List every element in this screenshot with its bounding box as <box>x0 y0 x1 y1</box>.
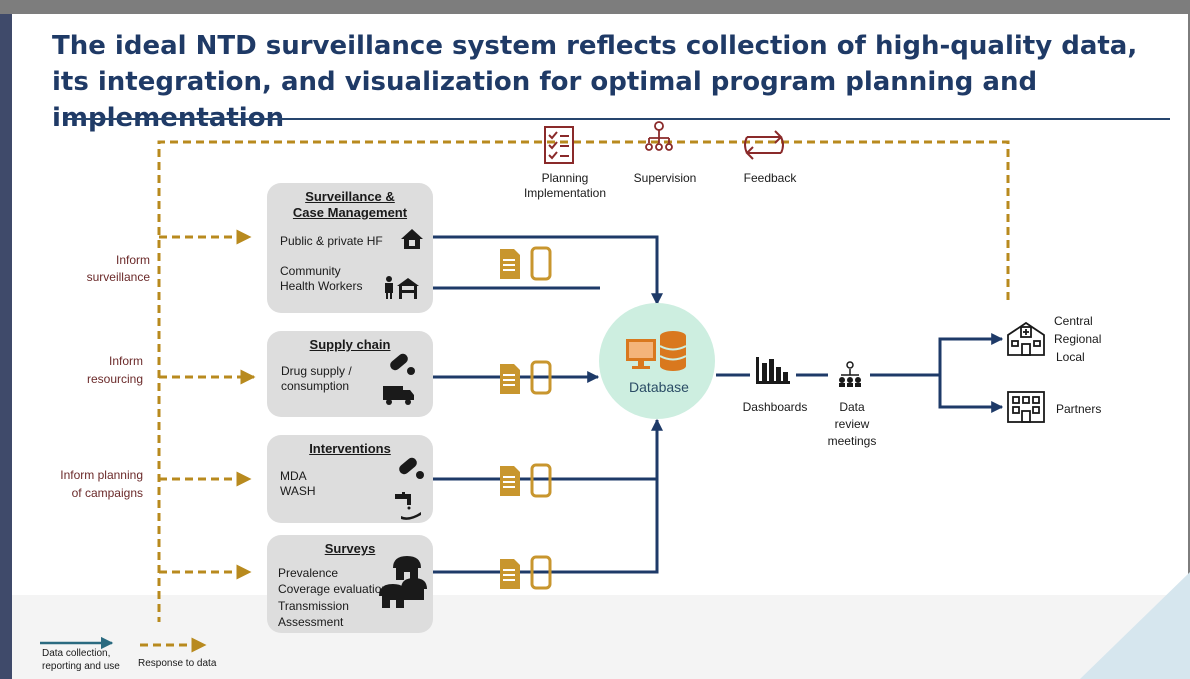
inform-surveillance-line2: surveillance <box>86 270 150 284</box>
surveillance-box-title-line2: Case Management <box>292 205 408 220</box>
house-icon <box>401 229 423 249</box>
inform-campaigns-line2: of campaigns <box>71 486 143 500</box>
water-tap-icon <box>395 492 421 520</box>
inform-resourcing-line2: resourcing <box>86 372 143 386</box>
legend-collection-line2: reporting and use <box>42 661 120 672</box>
interventions-box: Interventions MDA WASH <box>267 435 433 523</box>
transmission-label: Transmission <box>278 599 349 613</box>
document-icon <box>500 559 520 589</box>
legend-collection-line1: Data collection, <box>42 648 111 659</box>
supervision-hierarchy-icon <box>645 121 673 151</box>
phone-icon <box>530 555 552 590</box>
surveys-box-title: Surveys <box>324 541 376 556</box>
drug-supply-label-line1: Drug supply / <box>281 364 352 378</box>
partners-label: Partners <box>1056 402 1102 416</box>
supply-chain-box: Supply chain Drug supply / consumption <box>267 331 433 417</box>
data-review-label-line1: Data <box>839 400 865 414</box>
assessment-label: Assessment <box>278 615 344 629</box>
meeting-people-icon <box>839 361 861 387</box>
planning-label-line1: Planning <box>541 171 589 185</box>
slide-title: The ideal NTD surveillance system reflec… <box>52 31 1138 133</box>
database-cylinder-icon <box>659 331 687 371</box>
dashboard-bar-chart-icon <box>756 357 790 384</box>
data-review-label-line2: review <box>834 417 870 431</box>
surveillance-box-title-line1: Surveillance & <box>305 189 395 204</box>
database-circle <box>599 303 715 419</box>
computer-icon <box>626 339 656 369</box>
local-label: Local <box>1056 350 1085 364</box>
phone-icon <box>530 246 552 281</box>
regional-label: Regional <box>1054 332 1102 346</box>
drug-supply-label-line2: consumption <box>281 379 350 393</box>
data-review-label-line3: meetings <box>827 434 877 448</box>
slide-lower-band <box>12 595 1188 679</box>
planning-label-line2: Implementation <box>523 186 607 200</box>
phone-icon <box>530 360 552 395</box>
surveys-box: Surveys Prevalence Coverage evaluation T… <box>267 535 433 633</box>
inform-campaigns-line1: Inform planning <box>60 468 143 482</box>
inform-resourcing-line1: Inform <box>108 354 143 368</box>
document-icon <box>500 249 520 279</box>
pill-icon <box>399 457 424 479</box>
window-left-border <box>0 14 12 679</box>
village-houses-icon <box>379 556 427 608</box>
public-private-hf-label: Public & private HF <box>280 234 383 248</box>
community-label-line2: Health Workers <box>280 279 363 293</box>
wash-label: WASH <box>280 484 316 498</box>
feedback-loop-lines <box>157 140 1010 622</box>
health-worker-icon <box>385 276 419 299</box>
community-label-line1: Community <box>280 264 341 278</box>
document-icon <box>500 364 520 394</box>
central-label: Central <box>1054 314 1093 328</box>
feedback-label: Feedback <box>743 171 797 185</box>
pill-icon <box>390 353 415 375</box>
slide <box>12 14 1188 679</box>
interventions-box-title: Interventions <box>309 441 391 456</box>
data-collection-lines <box>433 235 1004 574</box>
supply-chain-box-title: Supply chain <box>309 337 391 352</box>
partners-building-icon <box>1007 391 1045 423</box>
mda-label: MDA <box>280 469 307 483</box>
truck-icon <box>383 386 414 405</box>
feedback-cycle-icon <box>744 130 784 160</box>
coverage-evaluation-label: Coverage evaluation <box>278 582 389 596</box>
supervision-label: Supervision <box>633 171 697 185</box>
document-phone-icons <box>500 246 552 590</box>
document-icon <box>500 466 520 496</box>
database-label: Database <box>629 379 689 395</box>
legend-lines <box>40 636 207 653</box>
prevalence-label: Prevalence <box>278 566 339 580</box>
legend-response-label: Response to data <box>138 658 217 669</box>
title-rule <box>65 118 1170 120</box>
hospital-icon <box>1007 321 1045 356</box>
phone-icon <box>530 463 552 498</box>
dashboards-label: Dashboards <box>742 400 808 414</box>
inform-surveillance-line1: Inform <box>115 253 150 267</box>
checklist-icon <box>544 126 574 164</box>
